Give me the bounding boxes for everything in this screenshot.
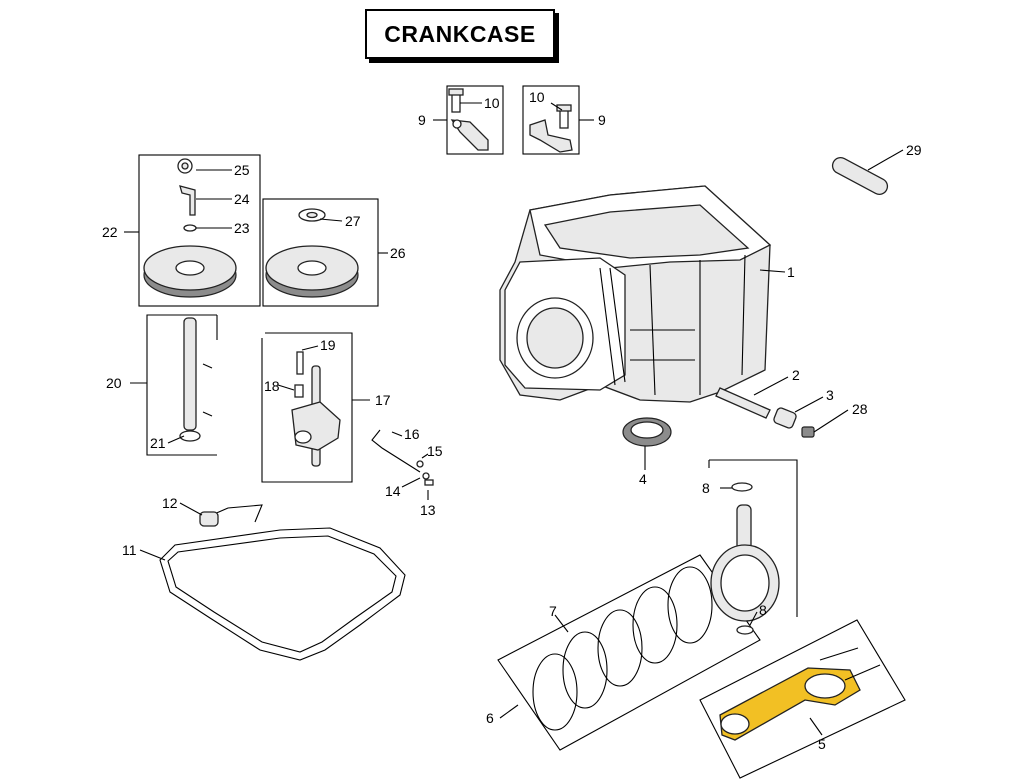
callout-9: 9 (418, 112, 426, 128)
group-box-22 (138, 154, 261, 307)
callout-12: 12 (162, 495, 178, 511)
piston-assembly (710, 482, 780, 635)
callout-23: 23 (234, 220, 250, 236)
title-frame (365, 9, 555, 59)
callout-27: 27 (345, 213, 361, 229)
callout-17: 17 (375, 392, 391, 408)
callout-11: 11 (122, 542, 137, 558)
callout-24: 24 (234, 191, 250, 207)
spacer-bar (831, 157, 889, 195)
callout-2: 2 (792, 367, 800, 383)
group-bracket-20 (146, 314, 217, 456)
callout-15: 15 (427, 443, 443, 459)
breather-bracket-right (529, 104, 573, 153)
callout-10: 10 (529, 89, 545, 105)
oil-seal (622, 417, 672, 447)
callout-16: 16 (404, 426, 420, 442)
group-box-rings (497, 554, 761, 751)
callout-18: 18 (264, 378, 280, 394)
governor-shaft-parts (371, 429, 434, 486)
shaft-assembly (179, 317, 213, 442)
callout-4: 4 (639, 471, 647, 487)
callout-20: 20 (106, 375, 122, 391)
callout-19: 19 (320, 337, 336, 353)
callout-29: 29 (906, 142, 922, 158)
oil-pan-gasket (159, 527, 406, 661)
callout-25: 25 (234, 162, 250, 178)
callout-14: 14 (385, 483, 401, 499)
callout-21: 21 (150, 435, 166, 451)
breather-bracket-left (448, 88, 489, 151)
callout-8: 8 (759, 602, 767, 618)
callout-1: 1 (787, 264, 795, 280)
leader-lines (124, 102, 904, 736)
breather-hose (199, 504, 263, 527)
group-box-17 (261, 332, 353, 483)
callout-28: 28 (852, 401, 868, 417)
callout-9: 9 (598, 112, 606, 128)
connecting-rod (719, 647, 881, 741)
callout-5: 5 (818, 736, 826, 752)
group-bracket-piston (709, 459, 798, 617)
callout-7: 7 (549, 603, 557, 619)
diagram-title-box: CRANKCASE (365, 9, 555, 59)
callout-26: 26 (390, 245, 406, 261)
camshaft-gear-left (143, 158, 237, 298)
piston-rings (532, 566, 713, 731)
governor-assembly (291, 351, 341, 467)
shaft-pin-parts (715, 387, 815, 438)
camshaft-gear-right (265, 208, 359, 298)
callout-10: 10 (484, 95, 500, 111)
diagram-title: CRANKCASE (384, 21, 536, 47)
callout-8: 8 (702, 480, 710, 496)
callout-3: 3 (826, 387, 834, 403)
callout-22: 22 (102, 224, 118, 240)
callout-labels: 10 9 10 9 29 25 24 23 22 27 26 1 19 20 1… (102, 89, 922, 752)
callout-13: 13 (420, 502, 436, 518)
group-box-rod (699, 619, 906, 779)
crankcase-block (499, 185, 772, 403)
callout-6: 6 (486, 710, 494, 726)
